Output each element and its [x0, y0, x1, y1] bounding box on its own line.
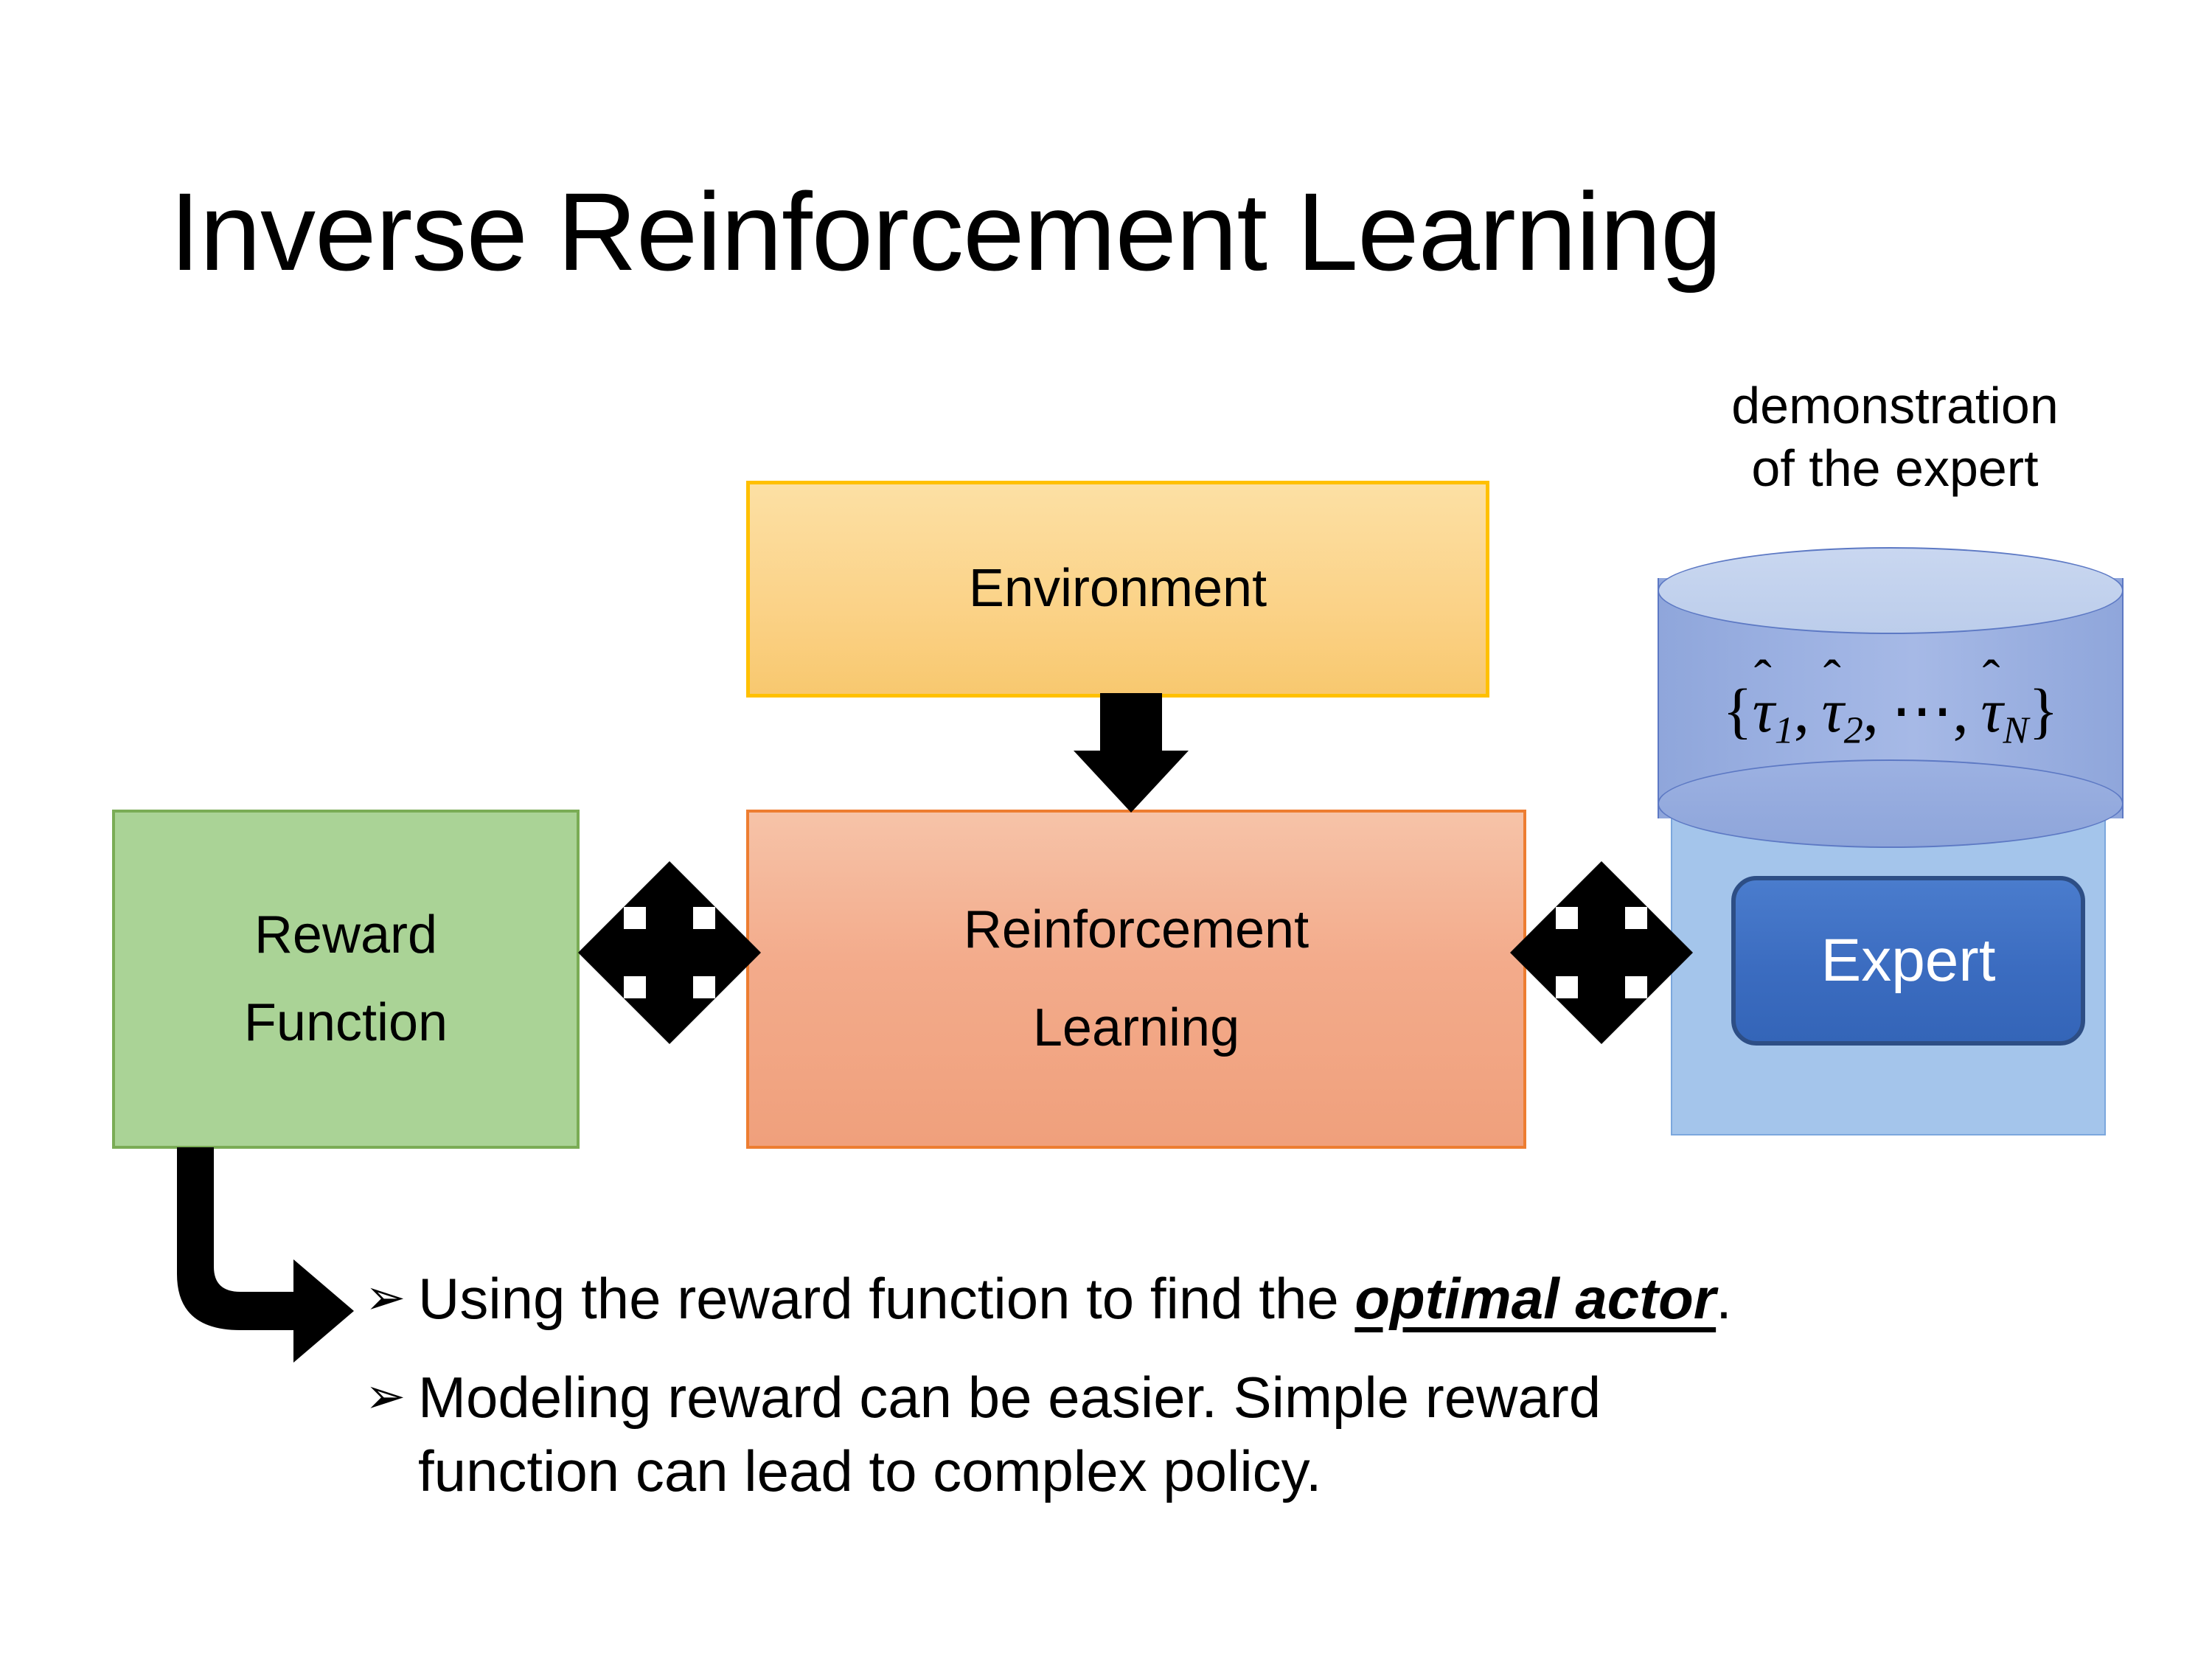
cylinder-top-ellipse — [1658, 547, 2124, 634]
tau2-subscript: 2 — [1843, 709, 1863, 752]
rl-box-label-line1: Reinforcement — [963, 900, 1310, 959]
expert-box[interactable]: Expert — [1731, 876, 2085, 1046]
demonstration-label-line1: demonstration — [1731, 377, 2059, 434]
tau1-symbol: τ — [1752, 677, 1775, 745]
reward-box-label-line1: Reward — [254, 905, 438, 964]
bullet-1-text-before: Using the reward function to find the — [418, 1266, 1355, 1331]
page-title: Inverse Reinforcement Learning — [170, 170, 1722, 293]
bullet-2-line2: function can lead to complex policy. — [418, 1438, 1322, 1503]
bullet-item-1: ➢ Using the reward function to find the … — [365, 1262, 2061, 1336]
reinforcement-learning-box[interactable]: Reinforcement Learning — [746, 810, 1526, 1149]
expert-box-label: Expert — [1820, 927, 1996, 994]
four-way-arrow-icon-left — [578, 861, 761, 1044]
rl-box-label-line2: Learning — [1032, 998, 1240, 1057]
formula-comma-1: , — [1793, 677, 1809, 745]
reward-box-label-line2: Function — [243, 993, 448, 1052]
tau2-symbol: τ — [1821, 677, 1844, 745]
bullet-marker-icon-1: ➢ — [365, 1270, 406, 1324]
bullet-list: ➢ Using the reward function to find the … — [365, 1262, 2061, 1508]
formula-ellipsis: ⋯ — [1891, 677, 1953, 745]
formula-close-brace: } — [2028, 677, 2059, 745]
elbow-arrow-icon — [177, 1147, 354, 1363]
environment-box[interactable]: Environment — [746, 481, 1489, 698]
tau1-subscript: 1 — [1774, 709, 1794, 752]
bullet-marker-icon-2: ➢ — [365, 1368, 406, 1423]
tauN-symbol: τ — [1980, 677, 2003, 745]
tau1-hat: ˆ — [1753, 650, 1772, 709]
tau2-hat: ˆ — [1823, 650, 1841, 709]
formula-open-brace: { — [1722, 677, 1753, 745]
reward-function-box[interactable]: Reward Function — [112, 810, 580, 1149]
down-arrow-icon — [1074, 693, 1189, 813]
formula-comma-2: , — [1863, 677, 1879, 745]
demonstration-label: demonstration of the expert — [1644, 375, 2146, 501]
bullet-text-1: Using the reward function to find the op… — [418, 1262, 2061, 1336]
bullet-2-line1: Modeling reward can be easier. Simple re… — [418, 1364, 1601, 1430]
tauN-hat: ˆ — [1982, 650, 2000, 709]
bullet-1-emphasis: optimal actor — [1354, 1266, 1717, 1331]
demonstration-label-line2: of the expert — [1751, 439, 2039, 498]
bullet-1-text-after: . — [1716, 1266, 1732, 1331]
bullet-text-2: Modeling reward can be easier. Simple re… — [418, 1361, 2061, 1509]
formula-comma-3: , — [1952, 677, 1969, 745]
bullet-item-2: ➢ Modeling reward can be easier. Simple … — [365, 1361, 2061, 1509]
environment-box-label: Environment — [968, 559, 1267, 619]
four-way-arrow-icon-right — [1510, 861, 1693, 1044]
tauN-subscript: N — [2003, 709, 2029, 752]
cylinder-bottom-ellipse — [1658, 759, 2124, 848]
